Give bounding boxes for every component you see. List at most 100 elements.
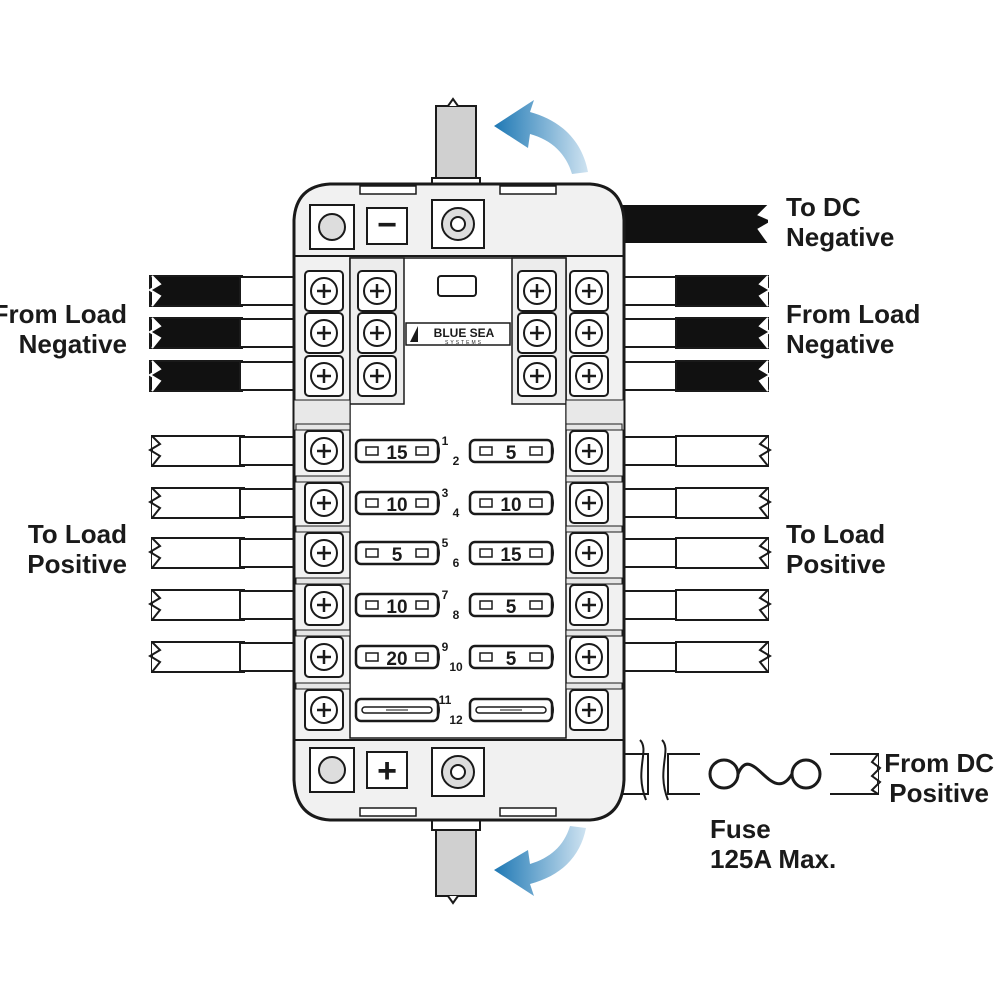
fuse-slot-number-10: 10: [449, 660, 463, 674]
neg-terminal-outer-right-2: [569, 312, 609, 354]
negative-stud-small: [309, 204, 355, 250]
positive-stud-small: [309, 747, 355, 793]
bottom-cable: [431, 807, 481, 905]
positive-symbol: +: [377, 752, 397, 790]
right-wires: [619, 275, 772, 673]
neg-terminal-inner-left-1: [357, 270, 397, 312]
fuse-rating-5: 5: [392, 545, 403, 566]
positive-wire-r-2: [619, 487, 772, 519]
label-to-dc-negative: To DC Negative: [786, 192, 895, 252]
fuse-slot-number-2: 2: [453, 454, 460, 468]
neg-terminal-outer-left-1: [304, 270, 344, 312]
fuse-slot-number-1: 1: [442, 434, 449, 448]
fuse-slot-number-9: 9: [442, 640, 449, 654]
positive-wire-l-5: [148, 641, 299, 673]
left-wires: [148, 275, 299, 673]
neg-terminal-inner-left-2: [357, 312, 397, 354]
fuse-slot-number-4: 4: [453, 506, 460, 520]
top-arrow-icon: [494, 100, 588, 174]
fuse-9: 20 9: [354, 640, 449, 670]
fuse-slot-number-7: 7: [442, 588, 449, 602]
positive-wire-l-3: [148, 537, 299, 569]
neg-terminal-outer-right-3: [569, 355, 609, 397]
pos-terminal-right-4: [569, 584, 609, 626]
fuse-rating-6: 15: [500, 545, 522, 566]
pos-terminal-left-5: [304, 636, 344, 678]
pos-terminal-left-6: [304, 689, 344, 731]
pos-terminal-right-6: [569, 689, 609, 731]
fuse-rating-4: 10: [500, 495, 521, 516]
positive-wire-l-2: [148, 487, 299, 519]
negative-wire-r-2: [619, 317, 772, 349]
negative-wire-l-2: [148, 317, 299, 349]
pos-terminal-left-3: [304, 532, 344, 574]
fuse-7: 10 7: [354, 588, 449, 618]
pos-terminal-left-2: [304, 482, 344, 524]
fuse-4: 10 4: [453, 490, 554, 520]
fuse-5: 55: [354, 536, 449, 566]
fuse-slot-number-12: 12: [449, 713, 463, 727]
brand-name: BLUE SEA: [434, 326, 495, 340]
fuse-8: 58: [453, 592, 554, 622]
positive-wire-l-1: [148, 435, 299, 467]
neg-terminal-inner-right-1: [517, 270, 557, 312]
label-to-load-positive-right: To Load Positive: [786, 519, 886, 579]
positive-symbol-icon: +: [366, 751, 408, 790]
fuse-slot-number-8: 8: [453, 608, 460, 622]
pos-terminal-right-1: [569, 430, 609, 472]
fuse-symbol-icon: [736, 762, 794, 786]
neg-terminal-inner-right-2: [517, 312, 557, 354]
fuse-rating-7: 10: [386, 597, 407, 618]
neg-terminal-outer-left-2: [304, 312, 344, 354]
negative-wire-l-1: [148, 275, 299, 307]
label-from-dc-positive: From DC Positive: [884, 748, 994, 808]
negative-main-stud: [431, 199, 485, 249]
terminal-screws: [295, 270, 623, 731]
negative-wire-r-1: [619, 275, 772, 307]
bottom-arrow-icon: [494, 826, 586, 896]
fuse-rating-3: 10: [386, 495, 407, 516]
positive-wire-l-4: [148, 589, 299, 621]
label-to-load-positive-left: To Load Positive: [27, 519, 127, 579]
negative-symbol: −: [377, 206, 397, 244]
fuse-rating-1: 15: [386, 443, 408, 464]
fuse-slot-number-3: 3: [442, 486, 449, 500]
fuse-3: 10 3: [354, 486, 449, 516]
fuse-12: 12: [449, 697, 554, 727]
neg-terminal-inner-right-3: [517, 355, 557, 397]
neg-terminal-outer-right-1: [569, 270, 609, 312]
fuse-rating-10: 5: [506, 649, 517, 670]
fuse-10: 5 10: [449, 644, 554, 674]
positive-wire-r-3: [619, 537, 772, 569]
fuse-6: 15 6: [453, 540, 554, 570]
fuse-1: 15 1: [354, 434, 449, 464]
fuse-slot-number-6: 6: [453, 556, 460, 570]
sail-icon: [410, 326, 418, 342]
fuse-2: 52: [453, 438, 554, 468]
positive-wire-r-5: [619, 641, 772, 673]
negative-symbol-icon: −: [366, 206, 408, 245]
positive-wire-r-4: [619, 589, 772, 621]
brand-sub: SYSTEMS: [445, 340, 483, 346]
pos-terminal-left-4: [304, 584, 344, 626]
negative-wire-r-3: [619, 360, 772, 392]
fuse-rating-9: 20: [386, 649, 407, 670]
positive-wire-r-1: [619, 435, 772, 467]
fuse-rating-2: 5: [506, 443, 517, 464]
fuse-rating-8: 5: [506, 597, 517, 618]
fuse-slot-number-11: 11: [439, 693, 452, 707]
pos-terminal-left-1: [304, 430, 344, 472]
pos-terminal-right-2: [569, 482, 609, 524]
fuse-slot-number-5: 5: [442, 536, 449, 550]
negative-wire-l-3: [148, 360, 299, 392]
neg-terminal-outer-left-3: [304, 355, 344, 397]
label-from-load-negative-right: From Load Negative: [786, 299, 921, 359]
neg-terminal-inner-left-3: [357, 355, 397, 397]
label-from-load-negative-left: From Load Negative: [0, 299, 127, 359]
fuse-11: 11: [354, 693, 452, 723]
pos-terminal-right-3: [569, 532, 609, 574]
brand-logo: BLUE SEA SYSTEMS: [405, 322, 511, 346]
